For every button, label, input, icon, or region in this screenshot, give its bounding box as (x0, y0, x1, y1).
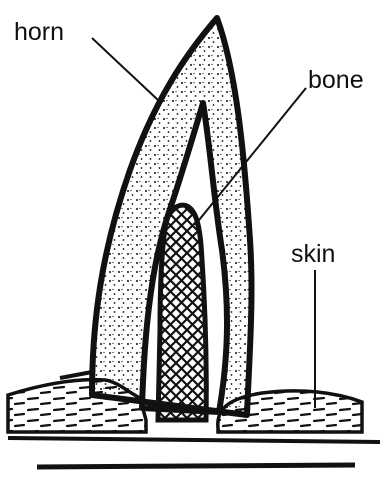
horn-label: horn (14, 18, 64, 46)
bone-label: bone (308, 66, 364, 94)
horn-leader-line (92, 38, 158, 100)
lower-skin-line (8, 438, 380, 442)
bone (158, 205, 206, 420)
baseline (37, 465, 355, 467)
skin-label: skin (291, 240, 335, 268)
horn-base-left (60, 372, 92, 378)
